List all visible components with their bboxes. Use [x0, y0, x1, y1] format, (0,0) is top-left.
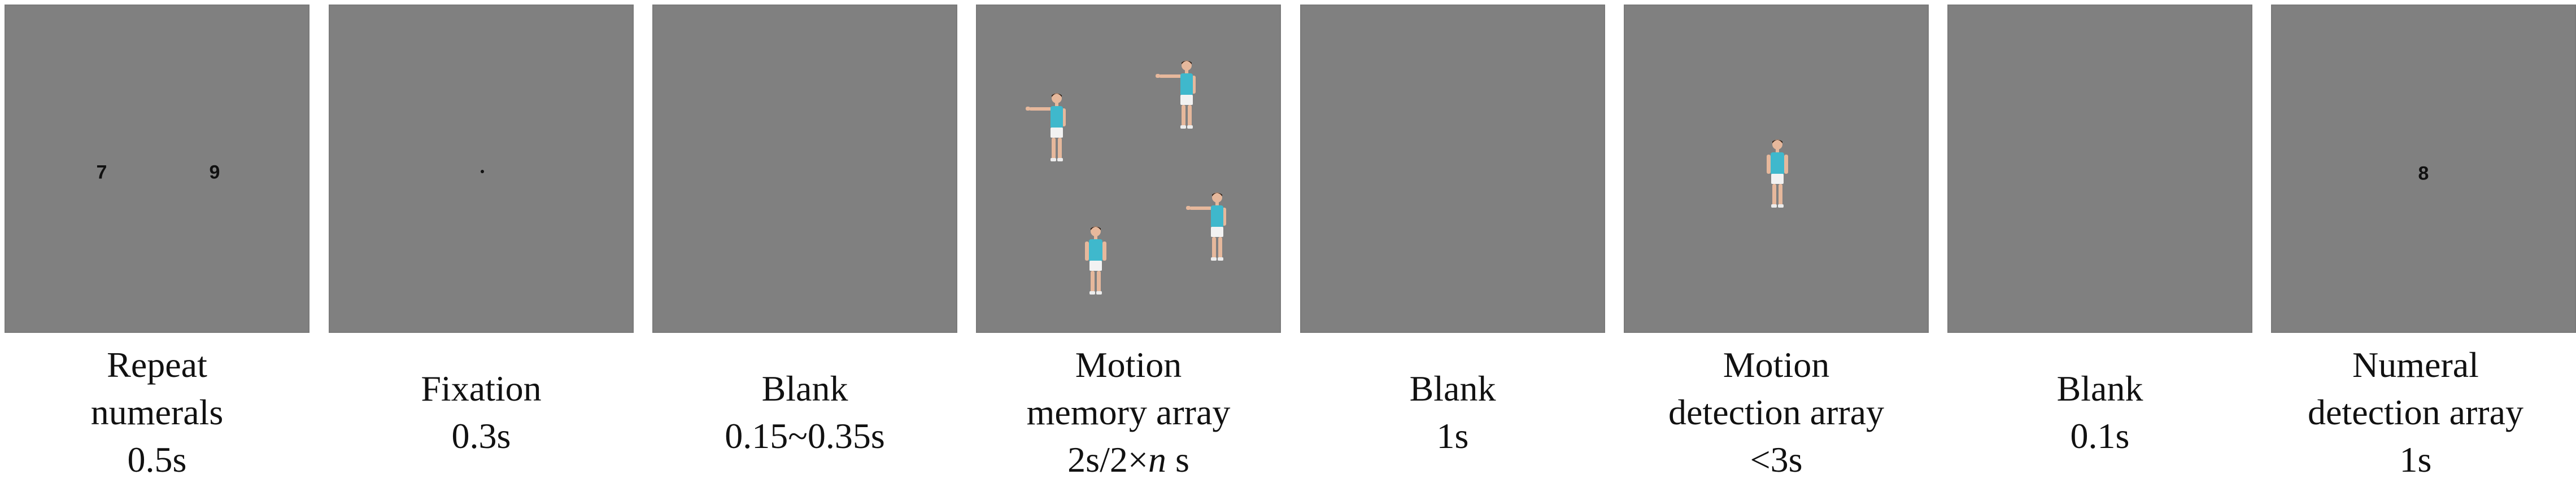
caption-line: detection array [1668, 392, 1884, 432]
human-figure-icon [1026, 93, 1066, 161]
caption-line: detection array [2308, 392, 2523, 432]
caption-line: Motion [1723, 345, 1830, 385]
caption-line: 0.3s [451, 416, 511, 456]
human-figure-icon [1085, 226, 1106, 295]
caption-line: 1s [1436, 416, 1469, 456]
numeral-left: 7 [96, 161, 107, 183]
frame-repeat-numerals: 7 9 [5, 5, 310, 333]
caption-line: Blank [1409, 368, 1496, 408]
human-figure-icon [1156, 60, 1196, 129]
caption-motion-detection-array: Motion detection array <3s [1618, 336, 1934, 489]
caption-line: 2s/2×n s [1067, 440, 1189, 480]
frame-blank-3 [1947, 5, 2252, 333]
caption-line: Blank [2056, 368, 2143, 408]
human-figure-icon [1186, 192, 1226, 261]
caption-line: Motion [1075, 345, 1182, 385]
caption-line: memory array [1026, 392, 1231, 432]
caption-blank-1: Blank 0.15~0.35s [647, 336, 963, 489]
frame-blank-2 [1300, 5, 1605, 333]
caption-repeat-numerals: Repeat numerals 0.5s [0, 336, 315, 489]
frame-motion-detection-array [1624, 5, 1929, 333]
caption-line: Repeat [107, 345, 207, 385]
numeral-right: 9 [209, 161, 220, 183]
numeral-center: 8 [2418, 162, 2429, 184]
caption-line: Blank [761, 368, 848, 408]
caption-blank-2: Blank 1s [1294, 336, 1611, 489]
caption-numeral-detection-array: Numeral detection array 1s [2257, 336, 2574, 489]
frame-numeral-detection-array: 8 [2271, 5, 2576, 333]
caption-fixation: Fixation 0.3s [323, 336, 639, 489]
caption-blank-3: Blank 0.1s [1942, 336, 2258, 489]
fixation-dot [481, 170, 484, 173]
caption-line: <3s [1750, 440, 1803, 480]
frame-motion-memory-array [976, 5, 1281, 333]
frame-blank-1 [652, 5, 957, 333]
caption-motion-memory-array: Motion memory array 2s/2×n s [970, 336, 1287, 489]
frame-fixation [329, 5, 634, 333]
caption-line: numerals [90, 392, 224, 432]
caption-line: Numeral [2352, 345, 2479, 385]
human-figure-icon [1767, 139, 1788, 208]
caption-line: 0.15~0.35s [725, 416, 885, 456]
caption-line: 1s [2399, 440, 2432, 480]
caption-line: Fixation [421, 368, 542, 408]
caption-line: 0.1s [2070, 416, 2130, 456]
caption-line: 0.5s [127, 440, 187, 480]
